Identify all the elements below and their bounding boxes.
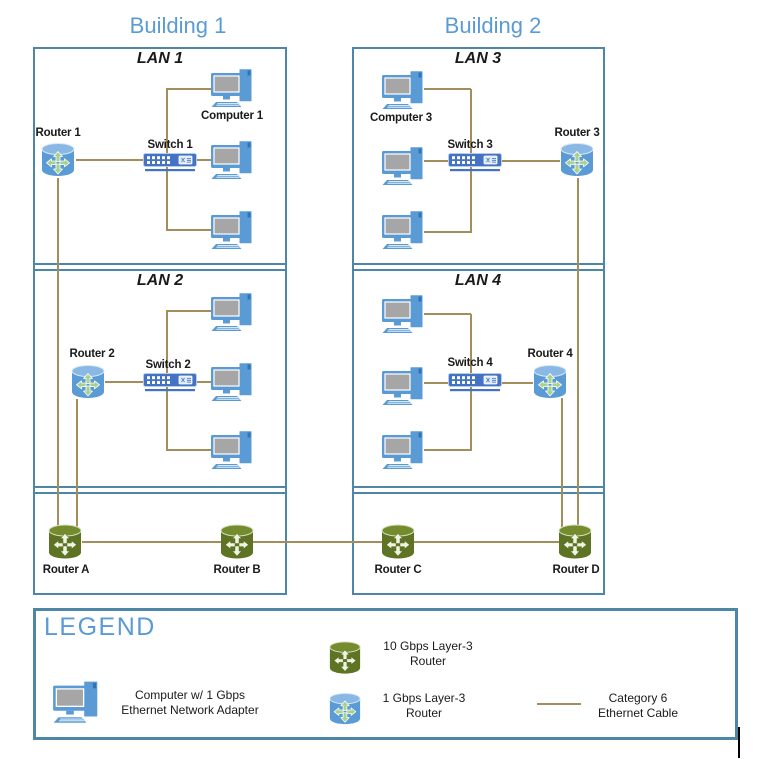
ethernet-cable bbox=[76, 159, 143, 161]
legend-1g-router-text: 1 Gbps Layer-3 Router bbox=[364, 691, 484, 721]
legend-10g-router-text: 10 Gbps Layer-3 Router bbox=[368, 639, 488, 669]
legend-computer-line1: Computer w/ 1 Gbps bbox=[134, 688, 246, 702]
router-3-icon[interactable] bbox=[559, 142, 595, 178]
ethernet-cable bbox=[424, 449, 471, 451]
lan-1-box bbox=[33, 47, 287, 265]
router-c-icon[interactable] bbox=[380, 523, 416, 561]
ethernet-cable bbox=[577, 178, 579, 528]
legend-10g-line1: 10 Gbps Layer-3 bbox=[383, 639, 473, 653]
router-1-label: Router 1 bbox=[35, 127, 81, 139]
router-d-icon[interactable] bbox=[557, 523, 593, 561]
ethernet-cable bbox=[424, 88, 471, 90]
switch-1-icon[interactable] bbox=[143, 153, 197, 172]
lan-4-box bbox=[352, 269, 605, 488]
computer-3-icon[interactable] bbox=[381, 70, 425, 110]
ethernet-cable bbox=[76, 399, 78, 528]
ethernet-cable bbox=[166, 229, 211, 231]
legend-computer-text: Computer w/ 1 Gbps Ethernet Network Adap… bbox=[100, 688, 280, 718]
router-d-label: Router D bbox=[552, 564, 600, 576]
legend-1g-router-icon bbox=[328, 691, 362, 727]
computer-icon[interactable] bbox=[210, 430, 254, 470]
ethernet-cable bbox=[105, 381, 143, 383]
legend-cable-line2: Ethernet Cable bbox=[597, 706, 679, 720]
computer-icon[interactable] bbox=[381, 366, 425, 406]
lan-2-label: LAN 2 bbox=[136, 272, 184, 289]
building-2-routers-box bbox=[352, 492, 605, 595]
computer-icon[interactable] bbox=[210, 210, 254, 250]
legend-10g-line2: Router bbox=[409, 654, 447, 668]
ethernet-cable bbox=[197, 159, 211, 161]
router-3-label: Router 3 bbox=[554, 127, 600, 139]
computer-icon[interactable] bbox=[210, 362, 254, 402]
legend-box bbox=[33, 608, 738, 740]
building-2-title: Building 2 bbox=[444, 13, 542, 38]
router-2-label: Router 2 bbox=[69, 348, 115, 360]
ethernet-cable-backbone bbox=[82, 541, 559, 543]
computer-icon[interactable] bbox=[210, 292, 254, 332]
router-c-label: Router C bbox=[374, 564, 422, 576]
legend-cable-text: Category 6 Ethernet Cable bbox=[578, 691, 698, 721]
legend-title: LEGEND bbox=[44, 613, 156, 641]
computer-icon[interactable] bbox=[381, 146, 425, 186]
switch-4-icon[interactable] bbox=[448, 373, 502, 392]
ethernet-cable bbox=[424, 382, 448, 384]
computer-3-label: Computer 3 bbox=[370, 112, 432, 124]
router-1-icon[interactable] bbox=[40, 142, 76, 178]
switch-4-label: Switch 4 bbox=[447, 357, 493, 369]
switch-3-label: Switch 3 bbox=[447, 139, 493, 151]
computer-icon[interactable] bbox=[381, 430, 425, 470]
switch-2-label: Switch 2 bbox=[145, 359, 191, 371]
text-cursor bbox=[738, 727, 740, 758]
ethernet-cable bbox=[492, 160, 560, 162]
building-1-title: Building 1 bbox=[129, 13, 227, 38]
legend-computer-icon bbox=[52, 680, 100, 724]
legend-1g-line1: 1 Gbps Layer-3 bbox=[382, 691, 466, 705]
computer-icon[interactable] bbox=[381, 210, 425, 250]
computer-1-icon[interactable] bbox=[210, 68, 254, 108]
router-b-label: Router B bbox=[213, 564, 261, 576]
ethernet-cable bbox=[424, 313, 471, 315]
ethernet-cable bbox=[57, 178, 59, 528]
router-b-icon[interactable] bbox=[219, 523, 255, 561]
router-4-label: Router 4 bbox=[527, 348, 573, 360]
legend-computer-line2: Ethernet Network Adapter bbox=[121, 703, 259, 717]
ethernet-cable bbox=[166, 449, 211, 451]
lan-2-box bbox=[33, 269, 287, 488]
legend-cable-line1: Category 6 bbox=[608, 691, 668, 705]
computer-icon[interactable] bbox=[381, 294, 425, 334]
legend-cable-sample bbox=[537, 703, 581, 705]
computer-1-label: Computer 1 bbox=[201, 110, 263, 122]
computer-icon[interactable] bbox=[210, 140, 254, 180]
lan-1-label: LAN 1 bbox=[136, 50, 184, 67]
lan-3-label: LAN 3 bbox=[454, 50, 502, 67]
ethernet-cable bbox=[166, 310, 211, 312]
ethernet-cable bbox=[424, 160, 448, 162]
ethernet-cable bbox=[424, 231, 471, 233]
switch-2-icon[interactable] bbox=[143, 373, 197, 392]
lan-3-box bbox=[352, 47, 605, 265]
switch-1-label: Switch 1 bbox=[147, 139, 193, 151]
ethernet-cable bbox=[492, 382, 533, 384]
router-a-icon[interactable] bbox=[47, 523, 83, 561]
lan-4-label: LAN 4 bbox=[454, 272, 502, 289]
router-4-icon[interactable] bbox=[532, 364, 568, 400]
legend-1g-line2: Router bbox=[405, 706, 443, 720]
ethernet-cable bbox=[197, 381, 211, 383]
ethernet-cable bbox=[166, 88, 211, 90]
building-1-routers-box bbox=[33, 492, 287, 595]
ethernet-cable bbox=[561, 398, 563, 528]
switch-3-icon[interactable] bbox=[448, 153, 502, 172]
router-2-icon[interactable] bbox=[70, 364, 106, 400]
legend-10g-router-icon bbox=[328, 640, 362, 676]
router-a-label: Router A bbox=[42, 564, 90, 576]
